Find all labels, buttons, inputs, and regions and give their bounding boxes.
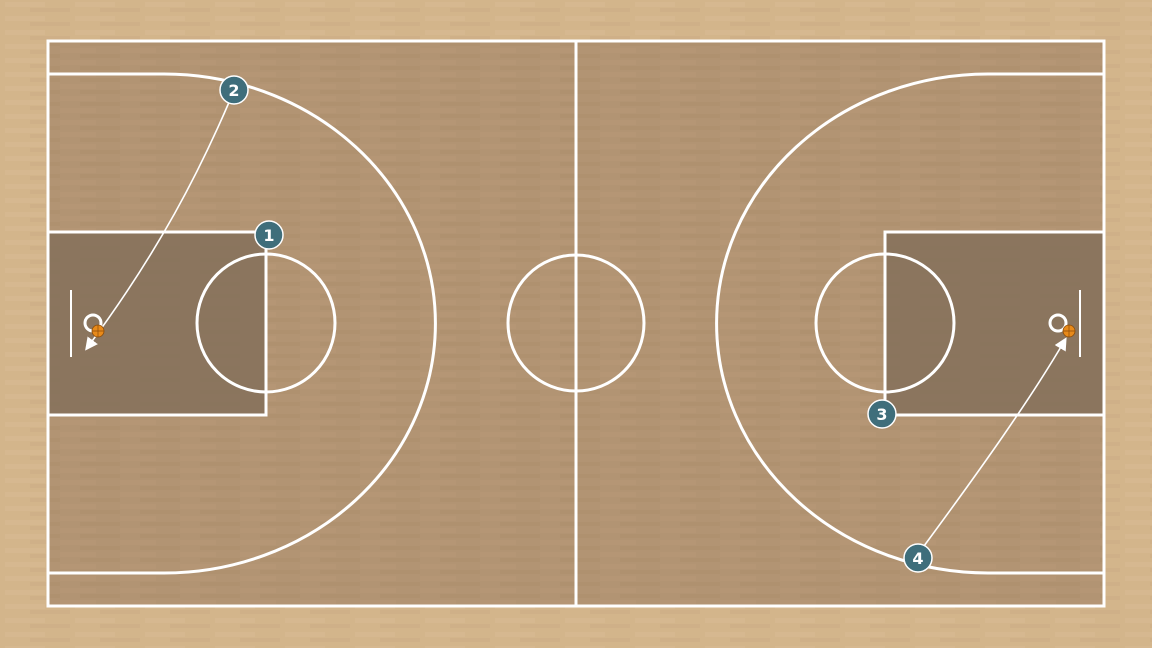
movement-paths bbox=[85, 99, 1067, 547]
player-1-marker[interactable]: 1 bbox=[254, 220, 284, 250]
path-player-2-to-basket bbox=[85, 99, 231, 351]
basketball-icon bbox=[1062, 324, 1076, 338]
center-circle bbox=[506, 253, 646, 393]
player-3-marker[interactable]: 3 bbox=[867, 399, 897, 429]
player-2-marker[interactable]: 2 bbox=[219, 75, 249, 105]
free-throw-circle-right bbox=[814, 252, 956, 394]
paint-right bbox=[885, 232, 1104, 415]
player-3-label: 3 bbox=[876, 405, 887, 424]
player-2-label: 2 bbox=[228, 81, 239, 100]
basketball-icon bbox=[91, 324, 105, 338]
court-lines bbox=[46, 39, 1106, 608]
key-right bbox=[883, 230, 1106, 417]
three-point-arc-left bbox=[163, 72, 437, 575]
paint-left bbox=[48, 232, 266, 415]
player-1-label: 1 bbox=[263, 226, 274, 245]
free-throw-circle-left bbox=[195, 252, 337, 394]
player-4-marker[interactable]: 4 bbox=[903, 543, 933, 573]
rim-right bbox=[1048, 313, 1068, 333]
player-4-label: 4 bbox=[912, 549, 923, 568]
three-point-arc-right bbox=[715, 72, 989, 575]
path-player-4-to-basket bbox=[923, 337, 1067, 547]
key-left bbox=[46, 230, 268, 417]
